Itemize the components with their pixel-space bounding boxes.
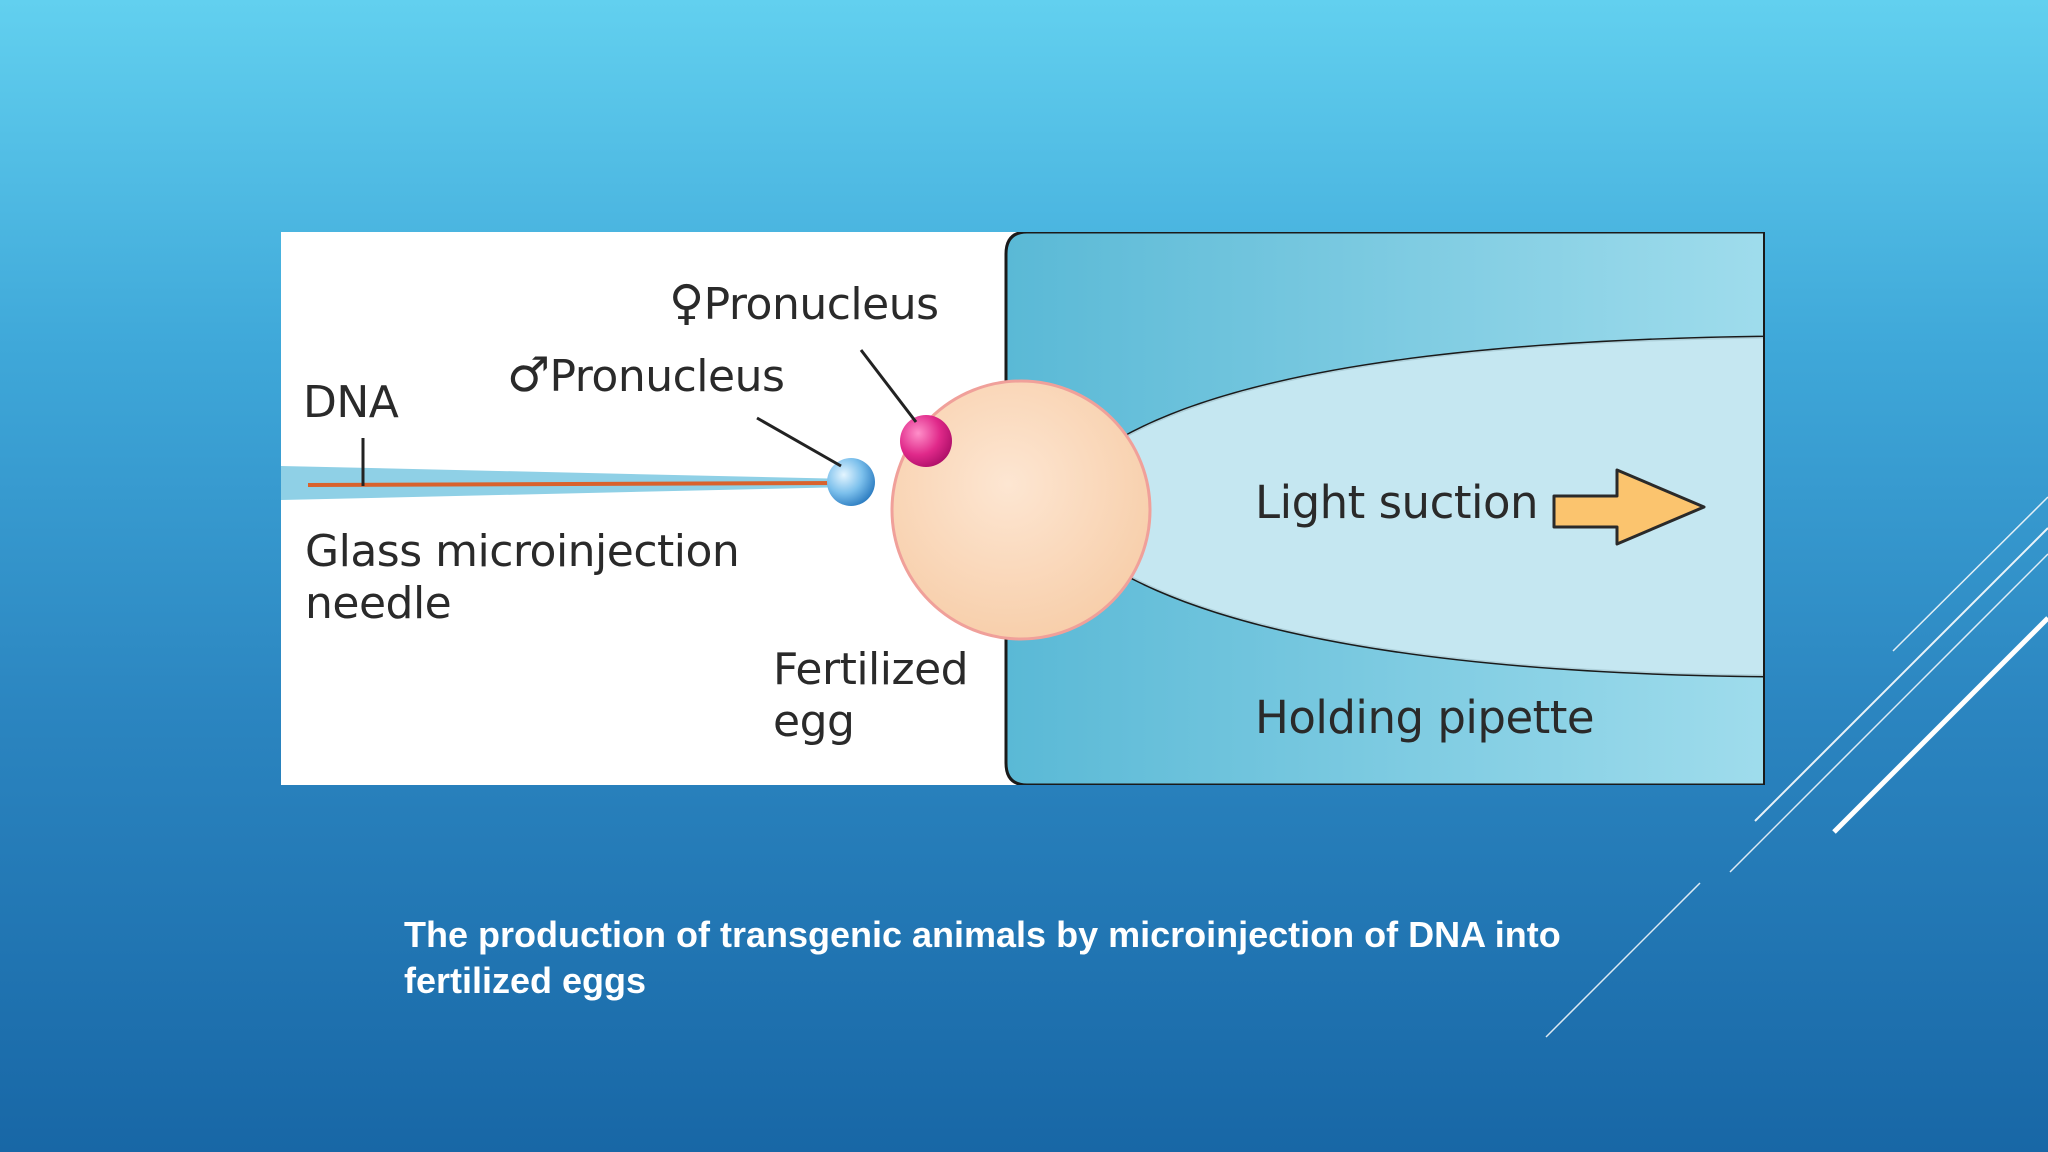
slide-caption: The production of transgenic animals by … <box>404 914 1561 1001</box>
dna-strand <box>307 481 842 487</box>
microinjection-diagram: DNA ♂Pronucleus ♀Pronucleus Glass microi… <box>281 232 1765 785</box>
male-pronucleus-pointer <box>756 416 842 468</box>
male-pronucleus <box>827 458 875 506</box>
dna-label: DNA <box>303 377 399 428</box>
male-pronucleus-label: Pronucleus <box>549 351 785 402</box>
female-symbol-icon: ♀ <box>669 275 704 331</box>
fertilized-egg <box>890 379 1152 641</box>
deco-line <box>1545 882 1701 1038</box>
female-pronucleus <box>900 415 952 467</box>
needle-label: Glass microinjection needle <box>305 526 740 629</box>
pipette-label: Holding pipette <box>1255 691 1595 744</box>
male-symbol-icon: ♂ <box>507 347 550 403</box>
suction-label: Light suction <box>1255 476 1539 529</box>
female-pronucleus-label: Pronucleus <box>703 279 939 330</box>
suction-arrow <box>1552 468 1706 546</box>
deco-line <box>1832 616 2048 834</box>
female-pronucleus-label-group: ♀Pronucleus <box>669 275 939 331</box>
diagram-graphics <box>281 232 1765 785</box>
pipette-lumen <box>1041 337 1765 676</box>
male-pronucleus-label-group: ♂Pronucleus <box>507 347 785 403</box>
deco-line <box>1754 527 2048 822</box>
female-pronucleus-pointer <box>859 349 918 423</box>
deco-line <box>1729 553 2048 873</box>
deco-line <box>1892 496 2048 652</box>
egg-label: Fertilized egg <box>773 644 969 747</box>
